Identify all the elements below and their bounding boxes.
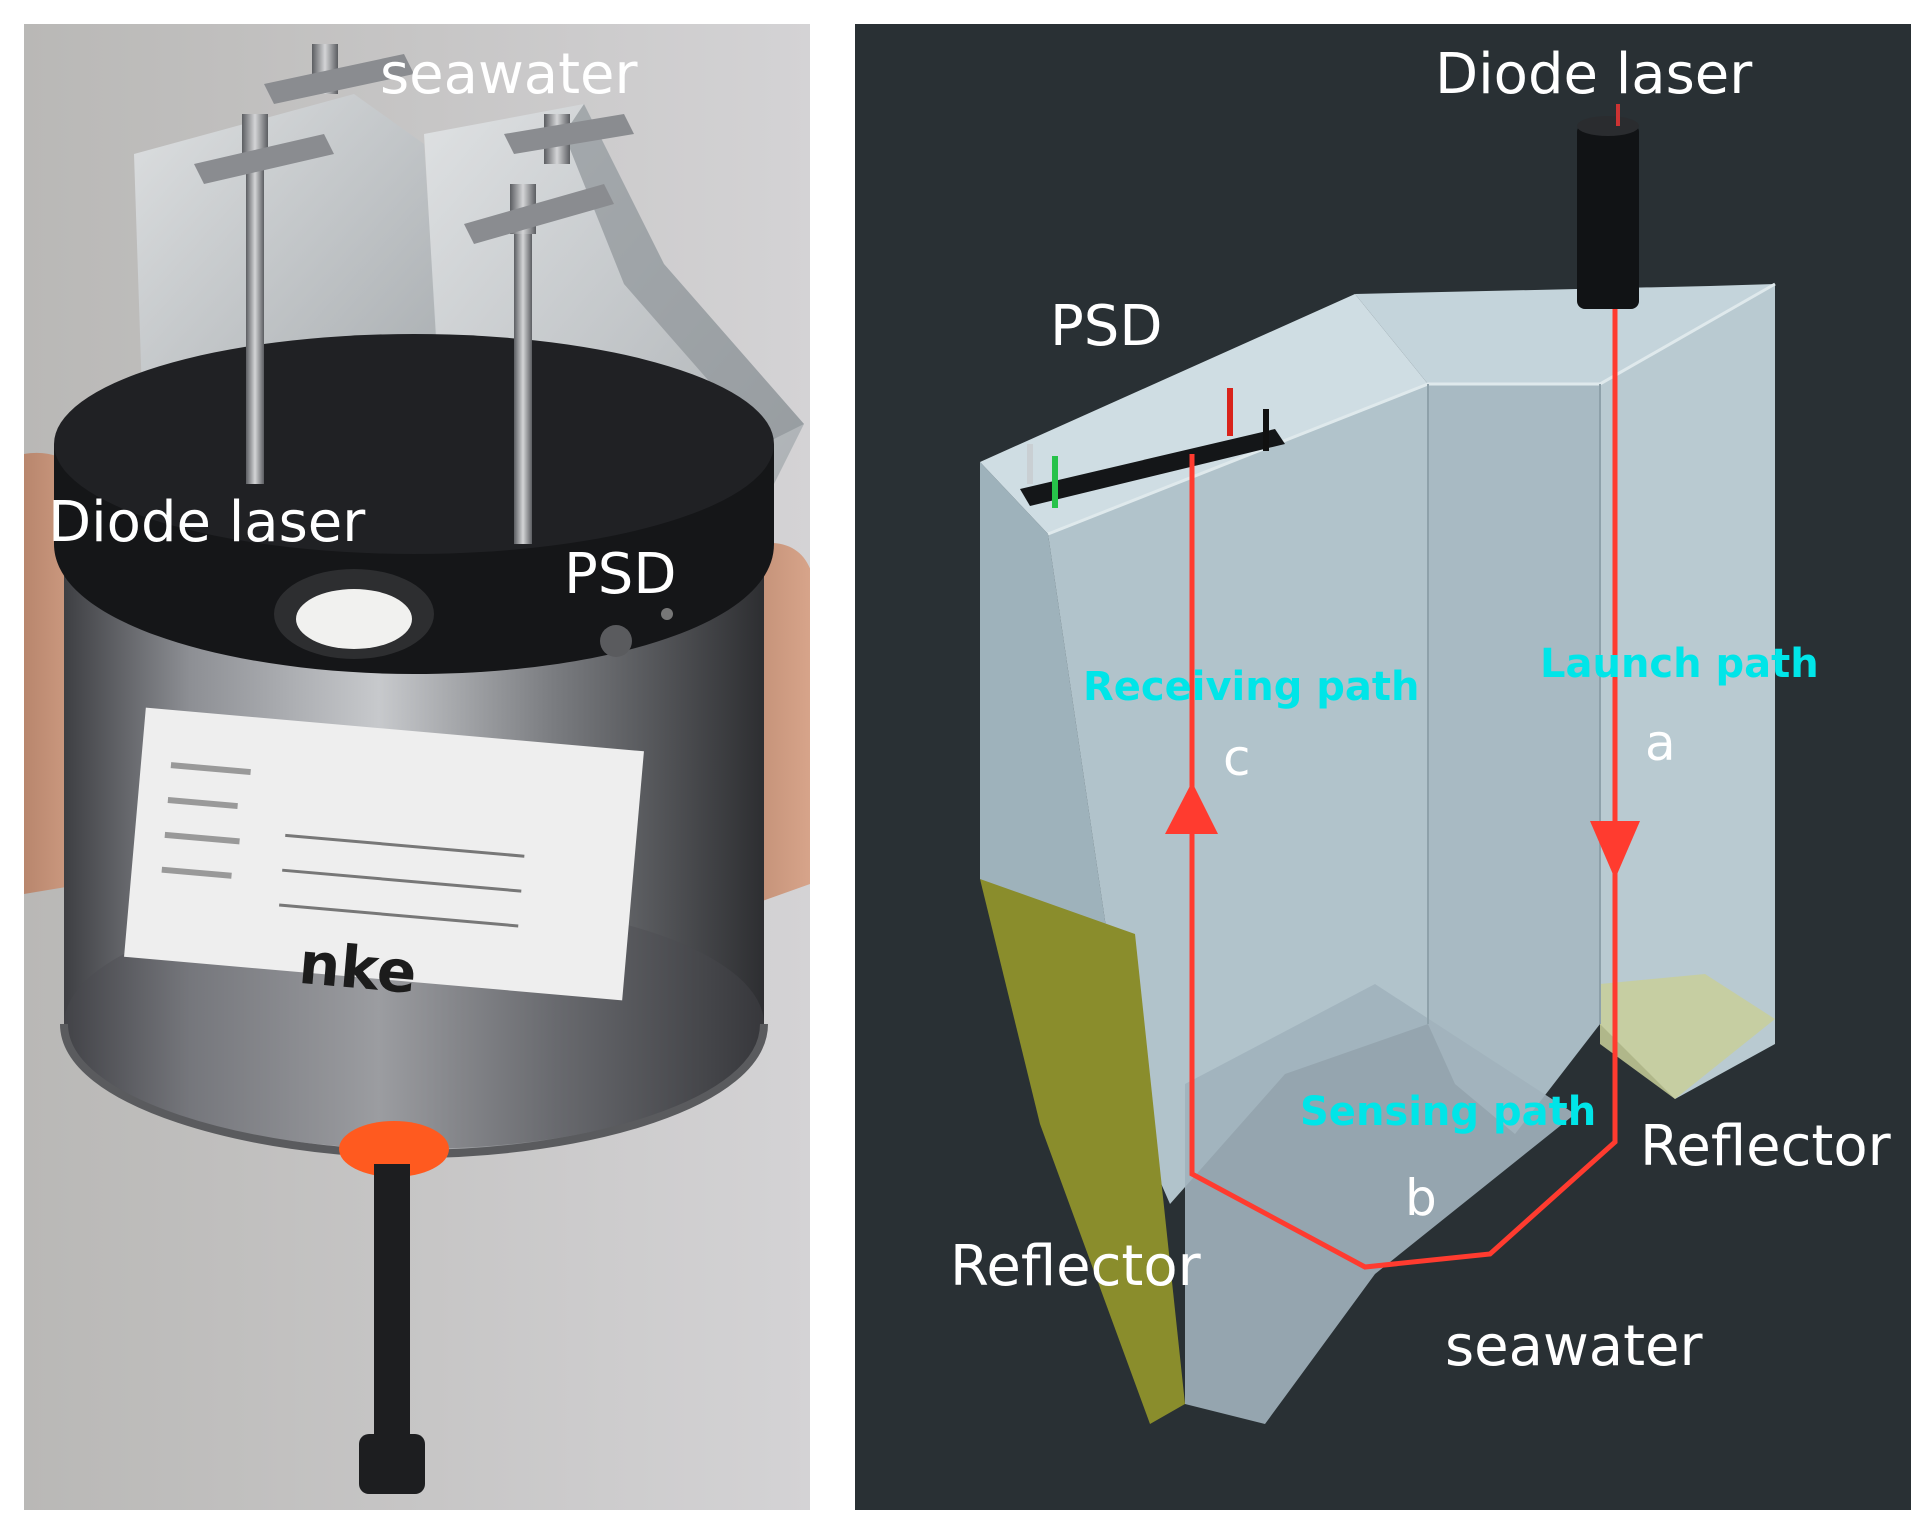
bottom-prism xyxy=(1185,984,1575,1424)
label-plate xyxy=(124,707,644,1001)
launch-path-label: Launch path xyxy=(1540,641,1819,687)
diagram-label-seawater: seawater xyxy=(1445,1314,1703,1379)
reflector-label-left: Reflector xyxy=(950,1234,1201,1299)
diagram-label-psd: PSD xyxy=(1050,294,1163,359)
receiving-arrow xyxy=(1165,782,1218,834)
sensing-path-label: Sensing path xyxy=(1300,1089,1597,1135)
reflector-right xyxy=(1600,974,1775,1099)
orange-nut xyxy=(339,1121,449,1177)
diagram-label-diode-laser: Diode laser xyxy=(1435,42,1753,107)
right-rod xyxy=(514,214,532,544)
diode-laser-cylinder xyxy=(1577,124,1639,309)
psd-chip xyxy=(1020,429,1285,506)
right-block-front xyxy=(1600,284,1775,1099)
left-block-front xyxy=(1048,384,1428,1204)
sensor-photo-drawing xyxy=(24,24,810,1510)
sensor-diagram-panel: Diode laser PSD Receiving path Launch pa… xyxy=(855,24,1911,1510)
photo-label-diode-laser: Diode laser xyxy=(48,490,366,555)
photo-label-psd: PSD xyxy=(564,542,677,607)
handle-rod xyxy=(374,1164,410,1454)
path-letter-a: a xyxy=(1645,714,1676,772)
sensor-photo-panel: nke seawater Diode laser PSD xyxy=(24,24,810,1510)
optical-window xyxy=(296,589,412,649)
brand-text: nke xyxy=(296,929,420,1007)
receiving-path-label: Receiving path xyxy=(1083,664,1420,710)
left-rod xyxy=(246,154,264,484)
reflector-left xyxy=(980,879,1185,1424)
path-letter-c: c xyxy=(1223,729,1251,787)
reflector-label-right: Reflector xyxy=(1640,1114,1891,1179)
path-letter-b: b xyxy=(1405,1169,1437,1227)
launch-arrow xyxy=(1590,821,1640,879)
sensor-diagram-drawing xyxy=(980,104,1776,1424)
top-face-right xyxy=(1355,284,1775,384)
middle-block xyxy=(1428,384,1600,1134)
photo-label-seawater: seawater xyxy=(380,42,638,107)
laser-beam-path xyxy=(1189,309,1618,1270)
